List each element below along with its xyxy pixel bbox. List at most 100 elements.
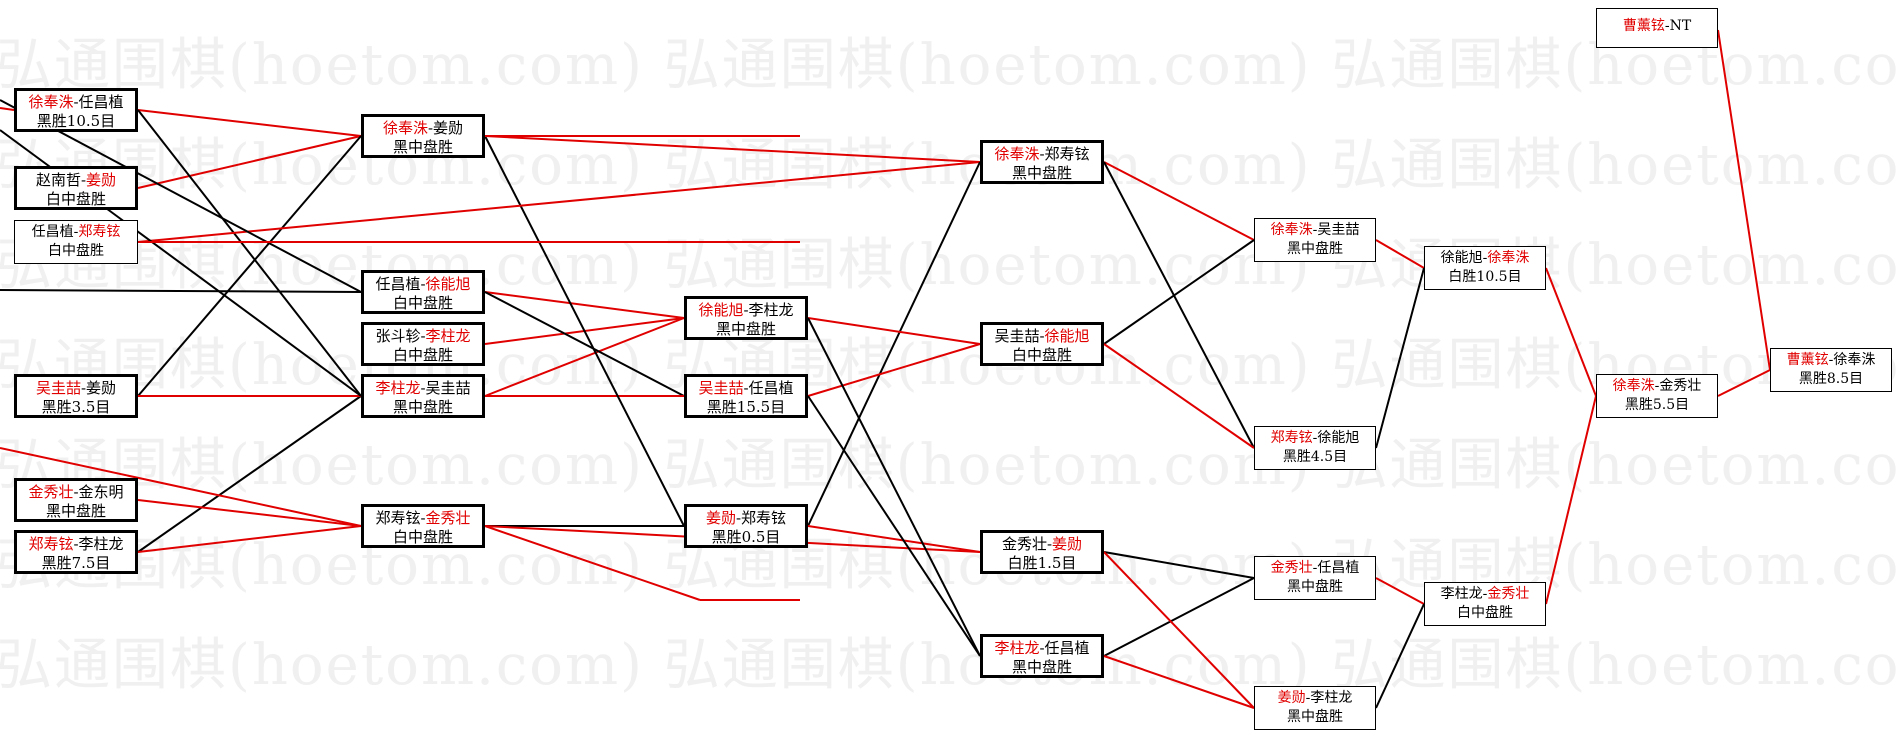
vs-dash: - <box>1828 352 1834 368</box>
match-box: 徐奉洙-金秀壮黑胜5.5目 <box>1596 374 1718 418</box>
player-white: 徐奉洙 <box>1833 352 1876 368</box>
bracket-connector <box>1545 395 1597 605</box>
match-players: 徐奉洙-吴圭喆 <box>1255 221 1375 240</box>
match-result: 白胜10.5目 <box>1448 269 1522 285</box>
bracket-connector <box>1103 161 1255 449</box>
match-box: 任昌植-徐能旭白中盘胜 <box>361 270 485 314</box>
player-white: 李柱龙 <box>1310 690 1353 706</box>
player-black: 徐能旭 <box>1440 250 1483 266</box>
match-box: 徐能旭-徐奉洙白胜10.5目 <box>1424 246 1546 290</box>
player-black: 徐能旭 <box>698 301 744 319</box>
match-result: 黑中盘胜 <box>1011 658 1072 676</box>
bracket-connector <box>137 161 981 243</box>
bracket-connector <box>484 291 685 319</box>
match-box: 任昌植-郑寿铉白中盘胜 <box>14 220 138 264</box>
match-box: 徐奉洙-吴圭喆黑中盘胜 <box>1254 218 1376 262</box>
match-players: 徐奉洙-金秀壮 <box>1597 377 1717 396</box>
match-players: 姜勋-李柱龙 <box>1255 689 1375 708</box>
match-result: 白中盘胜 <box>1011 346 1072 364</box>
bracket-connector <box>1103 161 1255 241</box>
player-black: 曹薰铉 <box>1622 18 1665 34</box>
player-black: 任昌植 <box>31 224 74 240</box>
vs-dash: - <box>743 379 749 397</box>
bracket-connector <box>807 395 981 657</box>
match-result: 白胜1.5目 <box>1007 554 1077 572</box>
match-box: 金秀壮-金东明黑中盘胜 <box>14 478 138 522</box>
match-result: 白中盘胜 <box>48 243 104 259</box>
bracket-connector <box>1545 267 1597 397</box>
match-box: 金秀壮-任昌植黑中盘胜 <box>1254 556 1376 600</box>
vs-dash: - <box>1664 18 1670 34</box>
vs-dash: - <box>420 509 426 527</box>
match-players: 徐能旭-徐奉洙 <box>1425 249 1545 268</box>
player-white: 徐能旭 <box>425 275 471 293</box>
match-box: 赵南哲-姜勋白中盘胜 <box>14 166 138 210</box>
player-white: 金秀壮 <box>1487 586 1530 602</box>
match-box: 郑寿铉-金秀壮白中盘胜 <box>361 504 485 548</box>
bracket-connector <box>1103 655 1255 709</box>
vs-dash: - <box>1039 145 1045 163</box>
player-white: 任昌植 <box>1044 639 1090 657</box>
match-players: 吴圭喆-任昌植 <box>687 379 805 398</box>
bracket-connector <box>484 135 685 527</box>
player-black: 任昌植 <box>375 275 421 293</box>
vs-dash: - <box>73 93 79 111</box>
match-box: 曹薰铉-徐奉洙黑胜8.5目 <box>1770 348 1892 392</box>
bracket-connector-offpage <box>0 107 15 111</box>
bracket-connector-offpage <box>0 447 362 527</box>
bracket-connector <box>807 317 981 345</box>
bracket-connector <box>484 317 685 397</box>
vs-dash: - <box>80 171 87 189</box>
bracket-connector <box>807 343 981 397</box>
vs-dash: - <box>1482 586 1488 602</box>
match-players: 徐奉洙-任昌植 <box>17 93 135 112</box>
player-white: 任昌植 <box>748 379 794 397</box>
match-result: 黑胜5.5目 <box>1624 397 1690 413</box>
match-players: 李柱龙-金秀壮 <box>1425 585 1545 604</box>
match-players: 郑寿铉-徐能旭 <box>1255 429 1375 448</box>
player-black: 金秀壮 <box>1001 535 1047 553</box>
player-white: 任昌植 <box>78 93 124 111</box>
bracket-connector <box>137 135 362 189</box>
player-white: 金秀壮 <box>1659 378 1702 394</box>
player-white: 李柱龙 <box>425 327 471 345</box>
vs-dash: - <box>427 119 434 137</box>
player-black: 徐奉洙 <box>28 93 74 111</box>
player-black: 李柱龙 <box>994 639 1040 657</box>
bracket-connector <box>1375 239 1425 269</box>
match-box: 吴圭喆-徐能旭白中盘胜 <box>980 322 1104 366</box>
match-box: 张斗轸-李柱龙白中盘胜 <box>361 322 485 366</box>
match-box: 吴圭喆-任昌植黑胜15.5目 <box>684 374 808 418</box>
match-players: 姜勋-郑寿铉 <box>687 509 805 528</box>
match-box: 徐能旭-李柱龙黑中盘胜 <box>684 296 808 340</box>
match-result: 黑胜4.5目 <box>1282 449 1348 465</box>
match-players: 任昌植-郑寿铉 <box>15 223 137 242</box>
player-white: 郑寿铉 <box>78 224 121 240</box>
bracket-connector <box>807 525 981 553</box>
player-black: 郑寿铉 <box>375 509 421 527</box>
player-black: 姜勋 <box>705 509 736 527</box>
match-players: 李柱龙-任昌植 <box>983 639 1101 658</box>
match-players: 徐奉洙-郑寿铉 <box>983 145 1101 164</box>
match-box: 姜勋-李柱龙黑中盘胜 <box>1254 686 1376 730</box>
vs-dash: - <box>420 275 426 293</box>
bracket-connector <box>137 499 362 527</box>
vs-dash: - <box>1312 430 1318 446</box>
vs-dash: - <box>1046 535 1053 553</box>
vs-dash: - <box>73 535 79 553</box>
match-result: 白中盘胜 <box>392 528 453 546</box>
match-players: 金秀壮-金东明 <box>17 483 135 502</box>
match-box: 徐奉洙-任昌植黑胜10.5目 <box>14 88 138 132</box>
match-result: 黑胜0.5目 <box>711 528 781 546</box>
match-result: 黑胜3.5目 <box>41 398 111 416</box>
match-box: 姜勋-郑寿铉黑胜0.5目 <box>684 504 808 548</box>
match-result: 黑胜10.5目 <box>36 112 116 130</box>
match-players: 任昌植-徐能旭 <box>364 275 482 294</box>
vs-dash: - <box>1039 327 1045 345</box>
player-black: 张斗轸 <box>375 327 421 345</box>
match-players: 徐奉洙-姜勋 <box>364 119 482 138</box>
player-white: 金秀壮 <box>425 509 471 527</box>
bracket-connector-offpage <box>0 289 362 293</box>
bracket-connector <box>1375 267 1425 449</box>
player-white: 姜勋 <box>433 119 464 137</box>
